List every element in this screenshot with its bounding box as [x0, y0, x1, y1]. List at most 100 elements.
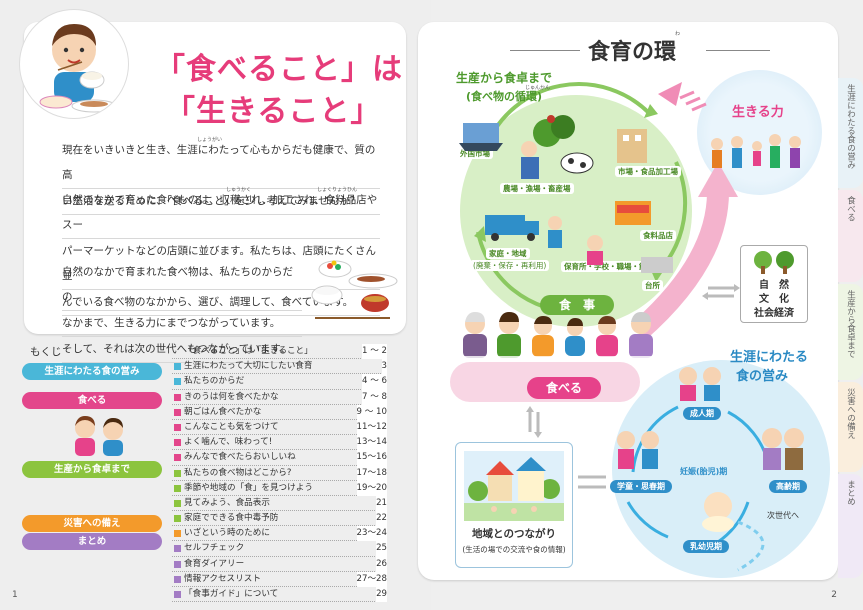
toc-category-disaster[interactable]: 災害への備え — [22, 515, 162, 532]
label-kitchen: 台所 — [642, 280, 663, 291]
stage-elderly: 高齢期 — [769, 480, 807, 493]
toc-category-eating[interactable]: 食べる — [22, 392, 162, 409]
intro-line: なかまで、生きる力にまでつながっています。 — [62, 311, 302, 337]
toc-row[interactable]: 季節や地域の「食」を見つけよう 19～20 — [172, 480, 387, 496]
label-home-community: 家庭・地域 — [486, 248, 530, 259]
page-title-line2: 「生きること」 — [165, 94, 382, 129]
furigana-shougai: しょうがい — [197, 137, 223, 143]
next-generation-label: 次世代へ — [767, 511, 799, 520]
diagram-title: 食育の環 — [588, 40, 677, 65]
toc-row[interactable]: 「食べること」は「生きること」1 ～ 2 — [172, 344, 387, 360]
toc-page-number: 21 — [376, 495, 387, 512]
intro-line: そして、それは次の世代へもつながっています。 — [62, 337, 302, 363]
toc-category-summary[interactable]: まとめ — [22, 533, 162, 550]
toc-label: 「食事ガイド」について — [184, 589, 279, 599]
toc-page-number: 11～12 — [356, 419, 387, 436]
toc-category-production[interactable]: 生産から食卓まで — [22, 461, 162, 478]
toc-row[interactable]: よく噛んで、味わって!13～14 — [172, 435, 387, 451]
toc-row[interactable]: みんなで食べたらおいしいね 15～16 — [172, 450, 387, 466]
lifelong-heading-line2: 食の営み — [736, 369, 789, 384]
toc-category-lifelong[interactable]: 生涯にわたる食の営み — [22, 363, 162, 380]
side-tab-lifelong[interactable]: 生涯にわたる食の営み — [838, 78, 863, 188]
toc-label: 食育ダイアリー — [184, 558, 245, 569]
toc-page-number: 7 ～ 8 — [362, 389, 387, 405]
toc-label: 私たちの食べ物はどこから? — [184, 467, 292, 478]
people-running-illustration — [711, 134, 801, 168]
toc-page-number: 9 ～ 10 — [356, 404, 387, 420]
toc-page-number: 26 — [376, 556, 387, 572]
toc-color-marker — [174, 515, 181, 523]
toc-row[interactable]: 情報アクセスリスト 27～28 — [172, 571, 387, 588]
toc-row[interactable]: 私たちの食べ物はどこから? 17～18 — [172, 465, 387, 481]
culture-label: 文 化 — [759, 294, 789, 305]
toc-page-number: 25 — [376, 541, 387, 557]
intro-line: んでいる食べ物のなかから、選び、調理して、食べています。 — [62, 290, 380, 316]
toc-page-number: 17～18 — [356, 465, 387, 481]
toc-color-marker — [174, 454, 181, 462]
side-tab-summary[interactable]: まとめ — [838, 474, 863, 578]
label-grocery: 食料品店 — [640, 230, 676, 241]
stage-school-adolescent: 学童・思春期 — [610, 480, 672, 493]
side-tab-eating[interactable]: 食べる — [838, 190, 863, 282]
title-rule-right — [706, 50, 770, 51]
furigana-junkan: じゅんかん — [525, 85, 551, 91]
stage-pregnancy: 妊娠(胎児)期 — [680, 467, 728, 476]
toc-label: 季節や地域の「食」を見つけよう — [184, 482, 313, 493]
page-number-left: 1 — [12, 590, 18, 600]
toc-color-marker — [174, 560, 181, 568]
production-illustrations — [459, 115, 673, 273]
stage-infant: 乳幼児期 — [683, 540, 729, 553]
toc-label: 情報アクセスリスト — [184, 573, 261, 584]
intro-line: 自然のなかで育った食べものは、収穫され、加工され、食料品店やスー — [62, 188, 380, 239]
label-foreign-market: 外国市場 — [457, 148, 493, 159]
toc-label: よく噛んで、味わって! — [184, 437, 273, 448]
toc-color-marker — [174, 378, 181, 386]
toc-label: いざという時のために — [184, 528, 270, 539]
furigana-shokuryouhin: しょくりょうひん — [317, 187, 358, 193]
toc-page-number: 23～24 — [356, 526, 387, 542]
title-rule-left — [510, 50, 580, 51]
toc-label: みんなで食べたらおいしいね — [184, 452, 296, 463]
toc-color-marker — [174, 423, 181, 431]
trees-icon — [754, 251, 794, 274]
nature-culture-box: 自 然 文 化 社会経済 — [740, 245, 808, 323]
toc-color-marker — [174, 363, 181, 371]
toc-color-marker — [174, 348, 181, 355]
toc-heading: もくじ — [30, 346, 62, 358]
production-heading: 生産から食卓まで — [456, 71, 553, 85]
production-subheading: (食べ物の循環) — [466, 90, 543, 103]
toc-row[interactable]: 食育ダイアリー 26 — [172, 556, 387, 572]
toc-row[interactable]: いざという時のために 23～24 — [172, 526, 387, 542]
toc-page-number: 19～20 — [356, 480, 387, 496]
eat-label: 食べる — [527, 377, 601, 399]
label-institutions: 保育所・学校・職場・飲食店等 — [561, 261, 672, 272]
page-number-right: 2 — [831, 590, 837, 600]
label-market-processing: 市場・食品加工場 — [615, 166, 681, 177]
toc-color-marker — [174, 484, 181, 492]
toc-page-number: 15～16 — [356, 450, 387, 466]
community-box: 地域とのつながり (生活の場での交流や食の情報) — [455, 442, 573, 568]
toc-color-marker — [174, 530, 181, 538]
intro-paragraph-1: 現在をいきいきと生き、生涯にわたって心もからだも健康で、質の高 い生活を送るため… — [62, 138, 380, 215]
toc-color-marker — [174, 545, 181, 553]
toc-label: 私たちのからだ — [184, 376, 245, 387]
intro-line: 自然のなかで育まれた食べ物は、私たちのからだの — [62, 260, 302, 311]
toc-page-number: 27～28 — [356, 571, 387, 588]
community-subtitle: (生活の場での交流や食の情報) — [462, 545, 566, 554]
toc-color-marker — [174, 469, 181, 477]
toc-label: 家庭でできる食中毒予防 — [184, 513, 279, 524]
family-meal-illustration — [455, 312, 665, 362]
side-tab-production[interactable]: 生産から食卓まで — [838, 284, 863, 380]
furigana-wa: わ — [675, 31, 681, 37]
label-farms: 農場・漁場・畜産場 — [500, 183, 574, 194]
side-tab-disaster[interactable]: 災害への備え — [838, 382, 863, 472]
